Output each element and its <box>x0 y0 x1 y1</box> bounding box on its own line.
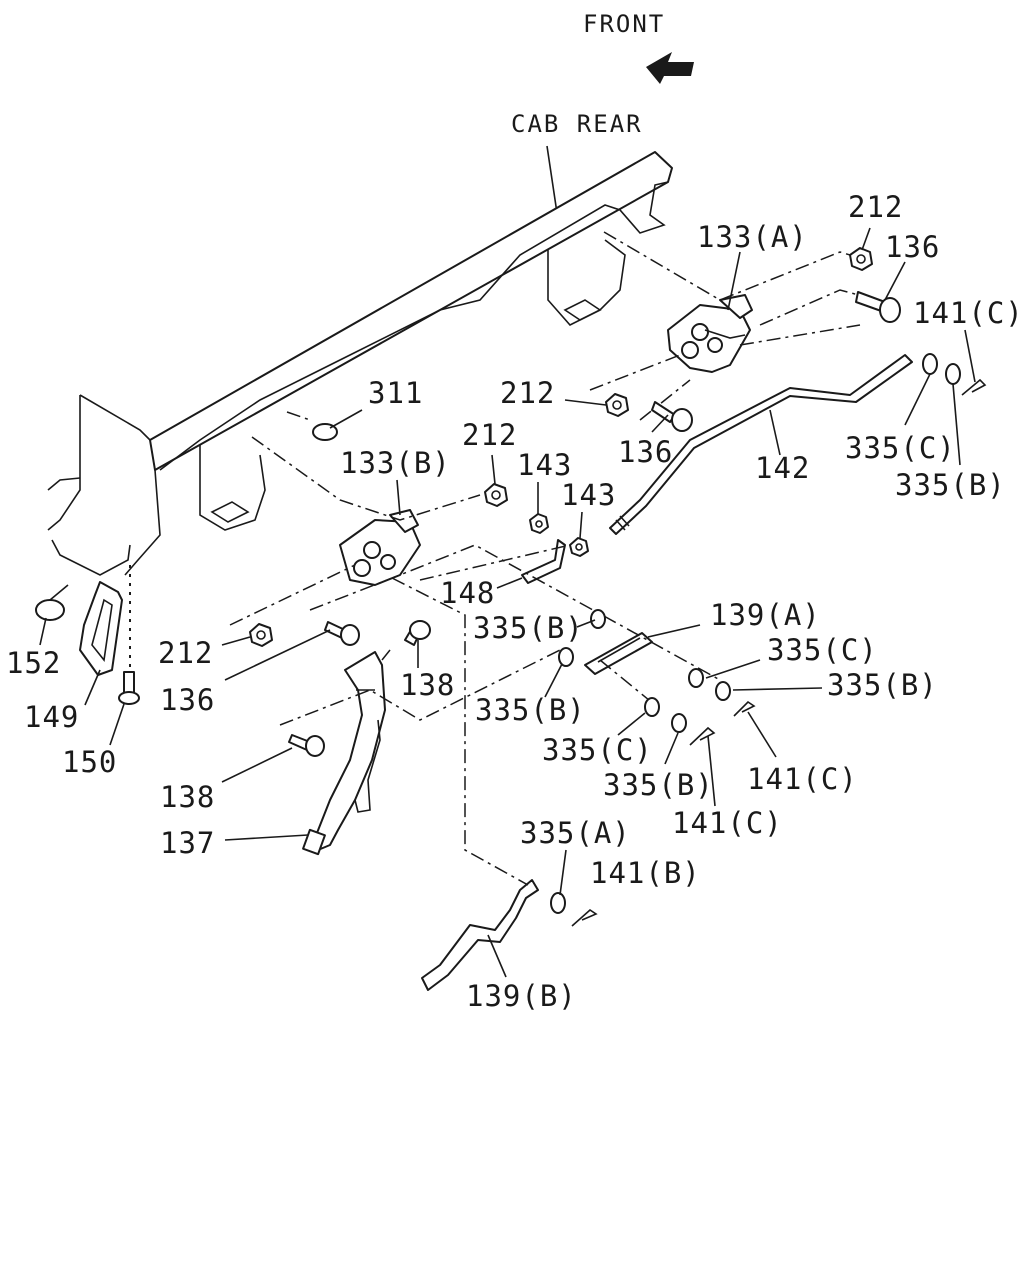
label-141c-a: 141(C) <box>747 762 858 796</box>
rod-139b <box>421 879 539 991</box>
label-141c-top: 141(C) <box>913 296 1024 330</box>
bracket-148 <box>521 539 566 584</box>
label-143-b: 143 <box>561 478 616 512</box>
label-212-left: 212 <box>462 418 517 452</box>
label-148: 148 <box>440 576 495 610</box>
label-212-top: 212 <box>848 190 903 224</box>
link-plate-139a <box>584 632 653 675</box>
label-335c-top: 335(C) <box>845 431 956 465</box>
label-136-top: 136 <box>885 230 940 264</box>
label-141b: 141(B) <box>590 856 701 890</box>
cab-rear-label: CAB REAR <box>511 110 643 138</box>
front-arrow-icon <box>646 52 694 84</box>
label-335c-b: 335(C) <box>542 733 653 767</box>
cab-rear-crossmember <box>47 151 673 576</box>
label-143-a: 143 <box>517 448 572 482</box>
label-335b-c: 335(B) <box>827 668 938 702</box>
label-137: 137 <box>160 826 215 860</box>
label-138-a: 138 <box>400 668 455 702</box>
label-136-bl: 136 <box>160 683 215 717</box>
nut-icon <box>849 247 873 271</box>
rod-142 <box>609 354 913 535</box>
label-138-b: 138 <box>160 780 215 814</box>
label-150: 150 <box>62 745 117 779</box>
label-141c-b: 141(C) <box>672 806 783 840</box>
label-139a: 139(A) <box>710 598 821 632</box>
hinge-133b <box>339 509 421 586</box>
label-311: 311 <box>368 376 423 410</box>
support-149 <box>79 581 123 676</box>
label-335c-a: 335(C) <box>767 633 878 667</box>
label-212-bl: 212 <box>158 636 213 670</box>
label-335b-a: 335(B) <box>473 611 584 645</box>
label-136-mid: 136 <box>618 435 673 469</box>
label-335b-b: 335(B) <box>475 693 586 727</box>
label-133a: 133(A) <box>697 220 808 254</box>
callout-labels: 212 136 133(A) 141(C) 311 212 136 142 33… <box>6 190 1024 1013</box>
label-335a: 335(A) <box>520 816 631 850</box>
label-335b-d: 335(B) <box>603 768 714 802</box>
fasteners <box>35 247 987 927</box>
label-152: 152 <box>6 646 61 680</box>
label-149: 149 <box>24 700 79 734</box>
label-142: 142 <box>755 451 810 485</box>
hinge-133a <box>667 294 753 373</box>
lever-137 <box>302 651 386 856</box>
leader-lines <box>39 227 976 978</box>
label-139b: 139(B) <box>466 979 577 1013</box>
label-133b: 133(B) <box>340 446 451 480</box>
label-335b-top: 335(B) <box>895 468 1006 502</box>
label-212-mid: 212 <box>500 376 555 410</box>
front-label: FRONT <box>583 10 665 38</box>
